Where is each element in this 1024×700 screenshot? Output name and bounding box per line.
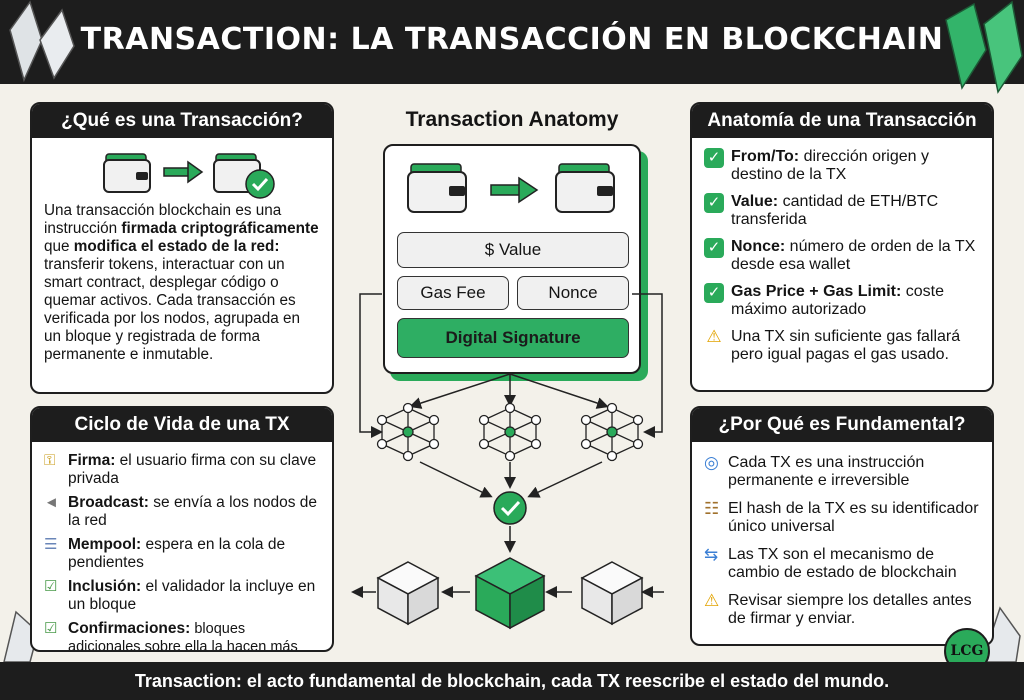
lifecycle-text: se envía a los nodos de la red [68, 494, 318, 529]
crystal-decoration-right-icon [945, 0, 1023, 94]
globe-icon: ◎ [704, 453, 719, 472]
transaction-flow-diagram [351, 293, 664, 630]
anatomy-text: número de orden de la TX desde esa walle… [731, 238, 976, 273]
logo-text: LCG [950, 643, 984, 659]
why-item: ⇆ Las TX son el mecanismo de cambio de e… [704, 546, 980, 582]
digital-signature-field: Digital Signature [397, 318, 629, 358]
network-node-icon [580, 402, 644, 462]
anatomy-card: $ Value Gas Fee Nonce Digital Signature [383, 144, 641, 374]
anatomy-warning: ⚠ Una TX sin suficiente gas fallará pero… [704, 328, 980, 364]
lifecycle-label: Firma: [68, 452, 116, 469]
why-text: Las TX son el mecanismo de cambio de est… [728, 546, 957, 581]
lifecycle-item: ◄ Broadcast: se envía a los nodos de la … [44, 494, 320, 530]
lifecycle-text: el usuario firma con su clave privada [68, 452, 317, 487]
panel-what-is: ¿Qué es una Transacción? Una transacción… [30, 102, 334, 394]
lifecycle-item: ☑ Inclusión: el validador la incluye en … [44, 578, 320, 614]
anatomy-label: From/To: [731, 148, 800, 165]
megaphone-icon: ◄ [44, 494, 59, 511]
block-cube-icon [580, 561, 644, 626]
anatomy-label: Value: [731, 193, 779, 210]
validation-check-icon [493, 491, 527, 525]
desc-part-3: transferir tokens, interactuar con un sm… [44, 256, 300, 363]
panel-lifecycle: Ciclo de Vida de una TX ⚿ Firma: el usua… [30, 406, 334, 652]
anatomy-text: coste máximo autorizado [731, 283, 944, 318]
new-block-cube-icon [474, 557, 546, 630]
network-node-icon [478, 402, 542, 462]
page-title: TRANSACTION: LA TRANSACCIÓN EN BLOCKCHAI… [80, 21, 944, 57]
wallet-transfer-illustration [44, 146, 320, 202]
lifecycle-label: Confirmaciones: [68, 620, 191, 637]
crystal-decoration-left-icon [9, 0, 75, 83]
gas-fee-field: Gas Fee [397, 276, 509, 310]
lifecycle-label: Broadcast: [68, 494, 149, 511]
anatomy-label: Nonce: [731, 238, 786, 255]
panel-anatomy-title: Anatomía de una Transacción [692, 104, 992, 138]
wallet-icon [103, 153, 151, 193]
footer-bar: Transaction: el acto fundamental de bloc… [0, 662, 1024, 700]
lifecycle-item: ⚿ Firma: el usuario firma con su clave p… [44, 452, 320, 488]
center-title: Transaction Anatomy [405, 108, 619, 131]
warning-icon: ⚠ [706, 327, 722, 346]
why-item: ◎ Cada TX es una instrucción permanente … [704, 454, 980, 490]
lifecycle-item: ☑ Confirmaciones: bloques adicionales so… [44, 620, 320, 652]
stack-icon: ☰ [44, 536, 58, 553]
panel-why-title: ¿Por Qué es Fundamental? [692, 408, 992, 442]
clipboard-icon: ☷ [704, 499, 720, 518]
check-icon: ✓ [704, 148, 724, 168]
wallet-icon [407, 163, 467, 213]
swap-arrows-icon: ⇆ [704, 545, 719, 564]
wallet-icon [555, 163, 615, 213]
arrow-right-icon [490, 176, 539, 204]
desc-bold-2: modifica el estado de la red: [73, 238, 280, 255]
anatomy-text: cantidad de ETH/BTC transferida [731, 193, 939, 228]
lifecycle-label: Mempool: [68, 536, 142, 553]
check-icon: ✓ [704, 283, 724, 303]
value-field: $ Value [397, 232, 629, 268]
why-item: ☷ El hash de la TX es su identificador ú… [704, 500, 980, 536]
desc-part-2: que [44, 238, 74, 255]
transaction-description: Una transacción blockchain es una instru… [44, 202, 320, 364]
lifecycle-text: el validador la incluye en un bloque [68, 578, 316, 613]
check-icon: ✓ [704, 238, 724, 258]
check-icon: ✓ [704, 193, 724, 213]
desc-bold-1: firmada criptográficamente [121, 220, 319, 237]
lifecycle-text: espera en la cola de pendientes [68, 536, 286, 571]
warning-icon: ⚠ [704, 591, 720, 610]
anatomy-item: ✓ Gas Price + Gas Limit: coste máximo au… [704, 283, 980, 319]
checklist-icon: ☑ [44, 578, 58, 595]
footer-text: Transaction: el acto fundamental de bloc… [134, 670, 890, 691]
title-bar: TRANSACTION: LA TRANSACCIÓN EN BLOCKCHAI… [0, 0, 1024, 84]
key-icon: ⚿ [44, 452, 56, 469]
network-node-icon [376, 402, 440, 462]
nonce-field: Nonce [517, 276, 629, 310]
block-cube-icon [376, 561, 440, 626]
panel-what-is-title: ¿Qué es una Transacción? [32, 104, 332, 138]
anatomy-item: ✓ From/To: dirección origen y destino de… [704, 148, 980, 184]
why-item: ⚠ Revisar siempre los detalles antes de … [704, 592, 980, 628]
lifecycle-item: ☰ Mempool: espera en la cola de pendient… [44, 536, 320, 572]
anatomy-text: dirección origen y destino de la TX [731, 148, 929, 183]
anatomy-label: Gas Price + Gas Limit: [731, 283, 902, 300]
lifecycle-text: bloques adicionales sobre ella la hacen … [68, 621, 298, 652]
anatomy-item: ✓ Value: cantidad de ETH/BTC transferida [704, 193, 980, 229]
checklist-icon: ☑ [44, 620, 58, 637]
desc-part-1: Una transacción blockchain es una instru… [44, 202, 282, 237]
wallet-confirmed-icon [213, 153, 275, 199]
anatomy-item: ✓ Nonce: número de orden de la TX desde … [704, 238, 980, 274]
why-text: Revisar siempre los detalles antes de fi… [728, 592, 972, 627]
panel-anatomy: Anatomía de una Transacción ✓ From/To: d… [690, 102, 994, 392]
why-text: Cada TX es una instrucción permanente e … [728, 454, 925, 489]
panel-lifecycle-title: Ciclo de Vida de una TX [32, 408, 332, 442]
panel-why: ¿Por Qué es Fundamental? ◎ Cada TX es un… [690, 406, 994, 646]
arrow-right-icon [163, 160, 204, 184]
why-text: El hash de la TX es su identificador úni… [728, 500, 979, 535]
anatomy-warning-text: Una TX sin suficiente gas fallará pero i… [731, 328, 961, 363]
lifecycle-label: Inclusión: [68, 578, 142, 595]
